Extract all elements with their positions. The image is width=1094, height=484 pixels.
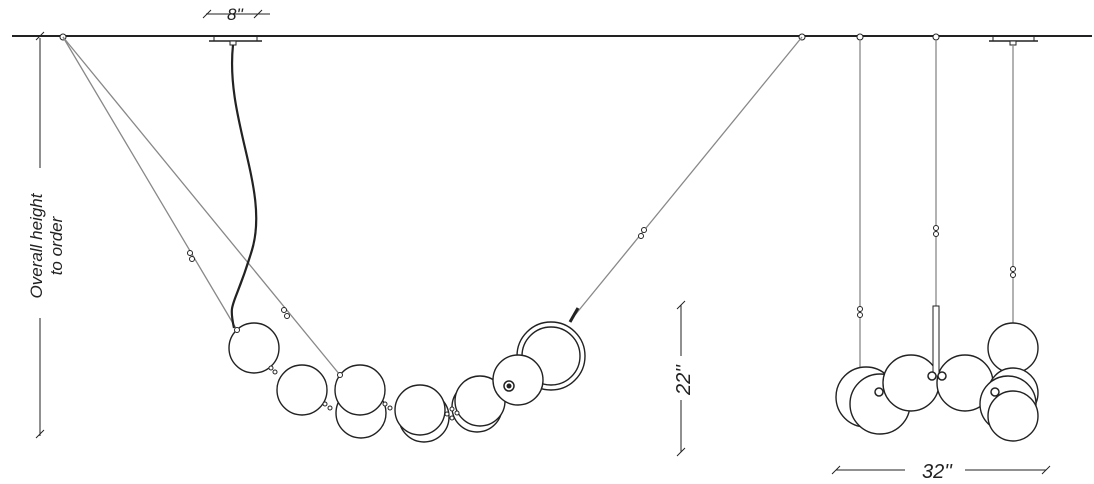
drop-height-label: 22'' — [673, 364, 695, 396]
canopy-width-label: 8'' — [227, 5, 244, 24]
overall-height-label-line2: to order — [47, 215, 66, 275]
drop-height-dimension: 22'' — [673, 300, 695, 457]
overall-height-label-line1: Overall height — [27, 192, 46, 298]
front-globe-chain — [228, 321, 586, 443]
side-width-dimension: 32'' — [831, 461, 1051, 483]
canopy-dimension: 8'' — [202, 5, 270, 24]
front-suspension-wires — [59, 33, 806, 376]
side-width-label: 32'' — [922, 461, 953, 483]
overall-height-dimension: Overall height to order — [27, 31, 66, 439]
side-view — [835, 33, 1039, 442]
power-cord — [230, 44, 258, 329]
front-canopy — [209, 36, 262, 46]
